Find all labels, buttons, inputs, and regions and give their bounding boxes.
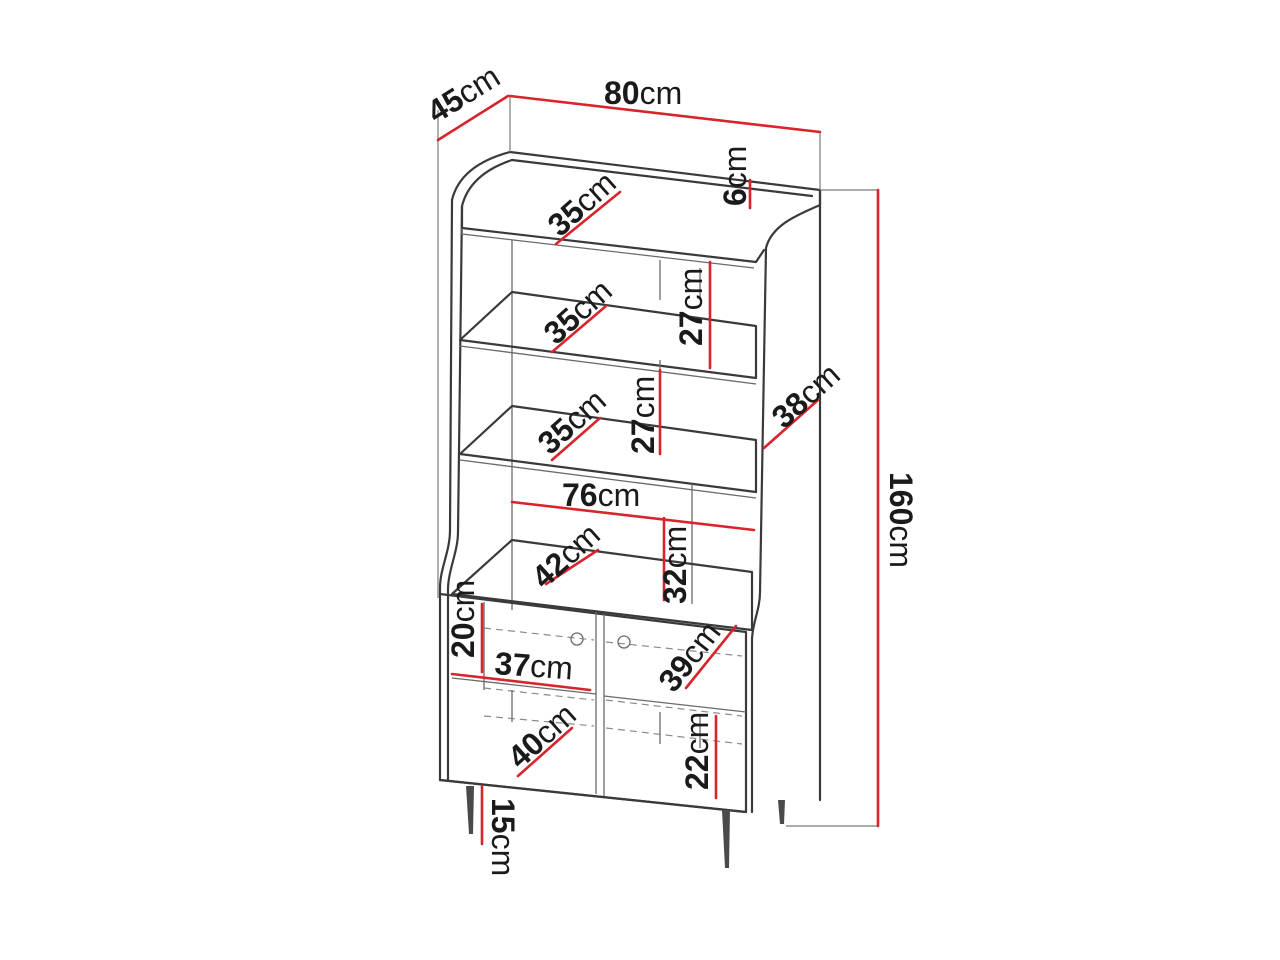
label-depth: 45cm <box>421 58 506 130</box>
label-leg-height: 15cm <box>485 798 521 876</box>
top-inner-back-edge <box>510 158 814 198</box>
label-width: 80cm <box>604 75 682 111</box>
leg-front-right <box>722 810 730 868</box>
drawer-width-line <box>450 672 592 692</box>
label-side-depth: 38cm <box>765 356 847 435</box>
leg-front-left <box>466 786 474 834</box>
label-shelf3-height: 27cm <box>625 376 661 454</box>
back-panel <box>511 240 701 610</box>
drawer-knob-right <box>617 635 631 649</box>
lower-shelf <box>450 538 754 632</box>
right-side-panel <box>750 188 822 814</box>
leg-back-right <box>778 800 785 824</box>
label-cabinet-depth: 40cm <box>501 696 583 775</box>
label-shelf2-depth: 35cm <box>537 272 619 351</box>
dimension-labels: 45cm 80cm 6cm 160cm 35cm 35cm 27cm 35cm … <box>421 58 919 876</box>
width-line <box>508 94 822 134</box>
label-lower-shelf-height: 32cm <box>657 526 693 604</box>
drawer-knob-left <box>570 632 584 646</box>
label-lower-shelf-depth: 42cm <box>525 516 607 595</box>
label-shelf3-depth: 35cm <box>531 382 613 461</box>
shelf-3 <box>458 404 758 494</box>
shelf-2 <box>458 290 758 380</box>
inner-width-line <box>510 500 756 532</box>
shelf3-depth-line <box>550 416 602 462</box>
depth-line <box>436 94 510 142</box>
drawer-depth-line <box>684 624 738 690</box>
top-back-edge <box>508 150 822 192</box>
left-side-panel-inner <box>446 158 514 782</box>
label-top-shelf-depth: 35cm <box>541 164 623 243</box>
label-inner-width: 76cm <box>562 477 640 513</box>
label-top-height: 6cm <box>717 146 753 206</box>
label-shelf2-height: 27cm <box>673 268 709 346</box>
guide-lines <box>437 96 878 827</box>
top-shelf-depth-line <box>554 190 622 246</box>
drawer-bottom <box>451 677 747 713</box>
side-depth-line <box>762 398 820 450</box>
label-height: 160cm <box>883 472 919 568</box>
label-drawer-height: 20cm <box>445 580 481 658</box>
bookcase-drawing <box>438 150 822 868</box>
label-drawer-width: 37cm <box>494 645 575 686</box>
shelf2-depth-line <box>550 304 608 354</box>
cabinet-divider <box>595 612 605 796</box>
top-shelf <box>460 204 766 264</box>
dimension-lines <box>436 94 880 846</box>
left-side-panel <box>438 150 512 782</box>
lower-shelf-depth-line <box>544 548 600 586</box>
label-cabinet-height: 22cm <box>679 712 715 790</box>
cabinet-depth-line <box>516 726 574 778</box>
